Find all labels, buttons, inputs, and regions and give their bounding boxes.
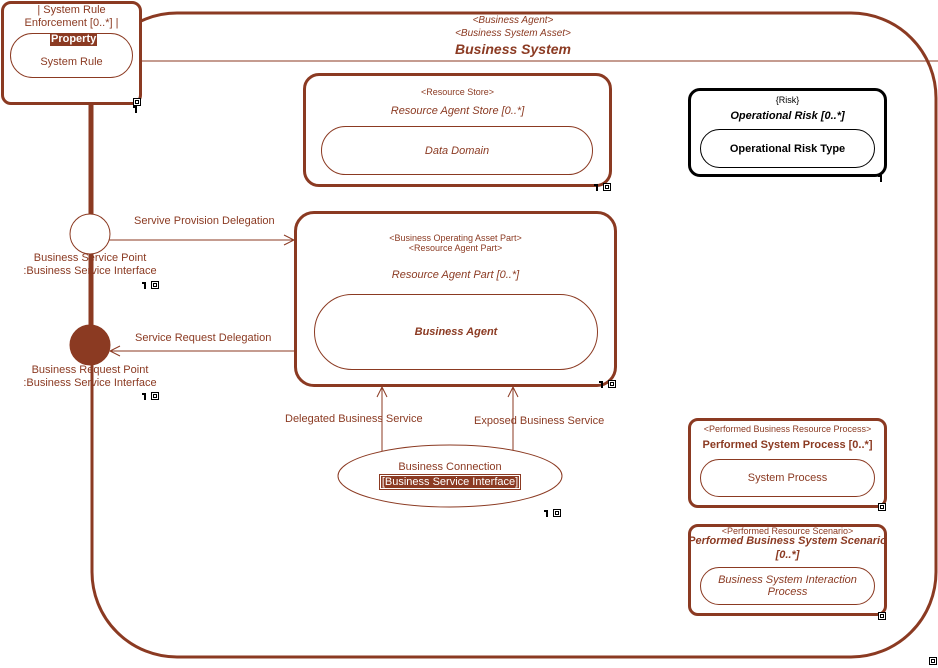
rule-title-line2: Enforcement [0..*] | xyxy=(24,17,119,29)
expand-icon[interactable] xyxy=(878,503,886,511)
provision-delegation-label: Servive Provision Delegation xyxy=(134,215,275,227)
expand-icon[interactable] xyxy=(603,183,611,191)
business-agent-pill[interactable]: Business Agent xyxy=(314,294,598,370)
request-point-label-line1: Business Request Point xyxy=(31,364,149,376)
expand-icon[interactable] xyxy=(151,281,159,289)
system-process-label: System Process xyxy=(747,472,828,484)
request-point-label-line2: :Business Service Interface xyxy=(23,377,157,389)
hyperlink-arrow-icon[interactable] xyxy=(543,509,551,517)
expand-icon[interactable] xyxy=(878,612,886,620)
risk-title: Operational Risk [0..*] xyxy=(730,110,845,122)
hyperlink-arrow-icon[interactable] xyxy=(132,105,140,113)
risk-stereotype: {Risk} xyxy=(775,95,800,105)
expand-icon[interactable] xyxy=(929,657,937,665)
request-point-port xyxy=(69,324,111,366)
business-connection-label: Business Connection xyxy=(398,461,502,473)
exposed-arrowhead xyxy=(507,385,519,398)
hyperlink-arrow-icon[interactable] xyxy=(598,380,606,388)
hyperlink-arrow-icon[interactable] xyxy=(141,392,149,400)
business-agent-label: Business Agent xyxy=(414,326,498,338)
operational-risk-type-pill[interactable]: Operational Risk Type xyxy=(700,129,875,168)
part-title: Resource Agent Part [0..*] xyxy=(391,269,520,281)
rule-title-line1: | System Rule xyxy=(37,4,106,16)
expand-icon[interactable] xyxy=(608,380,616,388)
part-stereotype-operating: <Business Operating Asset Part> xyxy=(389,233,522,243)
system-stereotype-agent: <Business Agent> xyxy=(472,15,554,26)
business-connection-type: [Business Service Interface] xyxy=(379,474,521,490)
exposed-service-label: Exposed Business Service xyxy=(474,415,605,427)
request-arrowhead xyxy=(108,345,121,357)
system-process-pill[interactable]: System Process xyxy=(700,459,875,497)
scenario-title-line2: [0..*] xyxy=(775,549,800,561)
operational-risk-type-label: Operational Risk Type xyxy=(729,142,846,155)
data-domain-label: Data Domain xyxy=(424,144,490,157)
data-domain-pill[interactable]: Data Domain xyxy=(321,126,593,175)
interaction-process-pill[interactable]: Business System Interaction Process xyxy=(700,567,875,605)
service-point-label-line2: :Business Service Interface xyxy=(23,265,157,277)
hyperlink-arrow-icon[interactable] xyxy=(877,174,885,182)
process-stereotype: <Performed Business Resource Process> xyxy=(703,424,872,434)
system-stereotype-asset: <Business System Asset> xyxy=(455,28,571,39)
hyperlink-arrow-icon[interactable] xyxy=(141,281,149,289)
expand-icon[interactable] xyxy=(133,98,141,106)
service-point-port xyxy=(69,213,111,255)
expand-icon[interactable] xyxy=(553,509,561,517)
expand-icon[interactable] xyxy=(151,392,159,400)
delegated-arrowhead xyxy=(376,385,388,398)
process-title: Performed System Process [0..*] xyxy=(702,439,873,451)
interaction-process-label: Business System Interaction Process xyxy=(718,574,857,598)
scenario-stereotype: <Performed Resource Scenario> xyxy=(721,526,854,536)
store-stereotype: <Resource Store> xyxy=(420,87,495,97)
scenario-title-line1: Performed Business System Scenario xyxy=(688,535,887,547)
request-delegation-label: Service Request Delegation xyxy=(135,332,272,344)
service-point-label-line1: Business Service Point xyxy=(33,252,147,264)
store-title: Resource Agent Store [0..*] xyxy=(390,105,525,117)
part-stereotype-agent: <Resource Agent Part> xyxy=(408,243,503,253)
property-tag: Property xyxy=(50,33,98,46)
system-rule-label: System Rule xyxy=(40,55,103,68)
hyperlink-arrow-icon[interactable] xyxy=(593,183,601,191)
system-title: Business System xyxy=(455,41,571,57)
delegated-service-label: Delegated Business Service xyxy=(285,413,423,425)
